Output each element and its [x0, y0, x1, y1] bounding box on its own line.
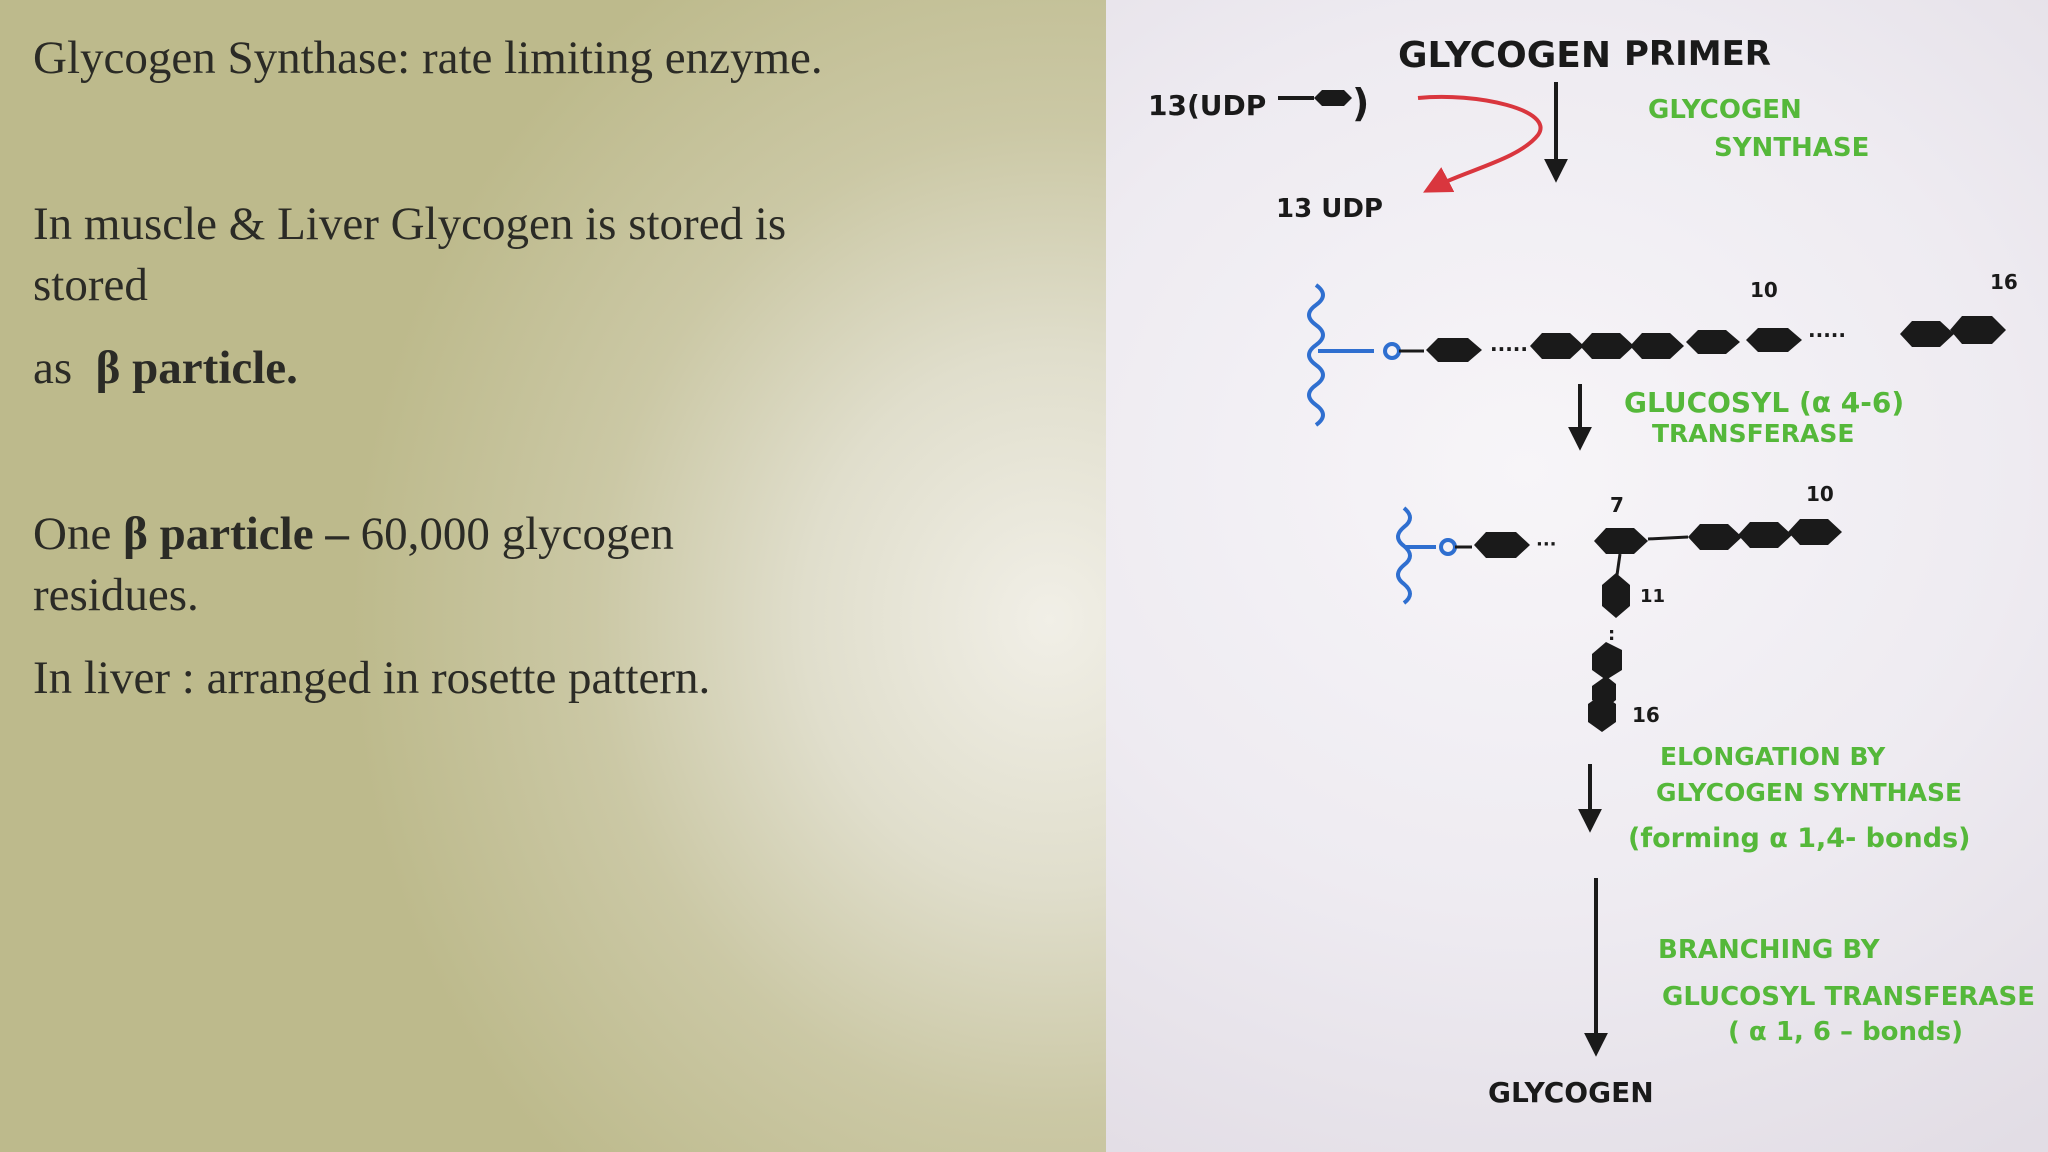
chain-dots: ····· — [1808, 323, 1846, 347]
tyrosine-o-1 — [1383, 342, 1401, 360]
chain2-link — [1647, 535, 1689, 541]
beta-particle-term: β particle. — [95, 342, 298, 394]
label-glycogen-synthase-1: GLYCOGEN — [1648, 95, 1802, 125]
glucose-residue — [1686, 330, 1740, 354]
glucose-residue — [1474, 532, 1530, 558]
glycogenin-protein-1 — [1307, 283, 1325, 427]
slide-title: Glycogen Synthase: rate limiting enzyme. — [33, 32, 823, 84]
storage-line-2: stored — [33, 259, 148, 311]
glucose-residue — [1688, 524, 1742, 550]
branch-label-11: 11 — [1640, 586, 1665, 607]
glucose-residue — [1580, 333, 1634, 359]
label-udp-in: 13(UDP — [1148, 89, 1266, 122]
chain-dots: ··· — [1536, 534, 1557, 555]
chain1-label-16: 16 — [1990, 270, 2018, 294]
glucose-residue — [1602, 573, 1630, 618]
chain2-residues: ··· : — [1474, 519, 1842, 732]
label-branching-2: GLUCOSYL TRANSFERASE — [1662, 982, 2035, 1012]
glucose-residue — [1900, 321, 1954, 347]
label-branching-3: ( α 1, 6 – bonds) — [1728, 1017, 1963, 1047]
glucose-residue — [1788, 519, 1842, 545]
beta-particle-term: β particle – — [123, 508, 349, 560]
label-branching-1: BRANCHING BY — [1658, 935, 1881, 965]
chain-dots: ····· — [1490, 337, 1528, 361]
label-udp-in-close: ) — [1352, 81, 1369, 125]
storage-line-1: In muscle & Liver Glycogen is stored is — [33, 198, 787, 250]
label-elongation-3: (forming α 1,4- bonds) — [1628, 823, 1971, 854]
chain1-label-10: 10 — [1750, 278, 1778, 302]
glucose-residue — [1426, 338, 1482, 362]
chain1-residues: ····· ····· — [1426, 316, 2006, 362]
label-elongation-1: ELONGATION BY — [1660, 742, 1886, 771]
glucose-residue — [1746, 328, 1802, 352]
particle-line-2: residues. — [33, 569, 199, 621]
label-udp-out: 13 UDP — [1276, 194, 1383, 224]
glucose-residue — [1530, 333, 1584, 359]
label-elongation-2: GLYCOGEN SYNTHASE — [1656, 778, 1962, 807]
glucose-residue — [1950, 316, 2006, 344]
label-glucosyl-transferase-1: GLUCOSYL (α 4-6) — [1624, 386, 1904, 419]
label-glycogen-synthase-2: SYNTHASE — [1714, 133, 1869, 163]
particle-line-1: One β particle – 60,000 glycogen — [33, 508, 674, 560]
udp-glucose-hexagon — [1314, 90, 1352, 106]
glycogenin-protein-2 — [1396, 506, 1412, 605]
chain-dots: : — [1608, 624, 1615, 645]
chain2-label-7: 7 — [1610, 493, 1624, 517]
label-glycogen-primer-word2: PRIMER — [1624, 34, 1771, 74]
glucose-residue — [1738, 522, 1792, 548]
glucose-residue — [1592, 642, 1622, 680]
label-glucosyl-transferase-2: TRANSFERASE — [1652, 419, 1854, 448]
liver-line: In liver : arranged in rosette pattern. — [33, 652, 711, 704]
storage-line-3: as β particle. — [33, 342, 298, 394]
text-panel: Glycogen Synthase: rate limiting enzyme.… — [0, 0, 1106, 1152]
chain2-label-10: 10 — [1806, 482, 1834, 506]
label-glycogen-product: GLYCOGEN — [1488, 1076, 1654, 1109]
glucose-residue — [1630, 333, 1684, 359]
label-glycogen-primer-word1: GLYCOGEN — [1398, 35, 1611, 76]
diagram-photo-panel: GLYCOGEN PRIMER 13(UDP ) 13 UDP GLYCOGEN… — [1106, 0, 2048, 1152]
glycogen-synthesis-diagram: GLYCOGEN PRIMER 13(UDP ) 13 UDP GLYCOGEN… — [1148, 34, 2035, 1109]
branch-label-16: 16 — [1632, 703, 1660, 727]
glucose-residue — [1594, 528, 1648, 554]
tyrosine-o-2 — [1439, 538, 1457, 556]
glucose-residue — [1588, 694, 1616, 732]
udp-release-arrow — [1417, 94, 1543, 193]
